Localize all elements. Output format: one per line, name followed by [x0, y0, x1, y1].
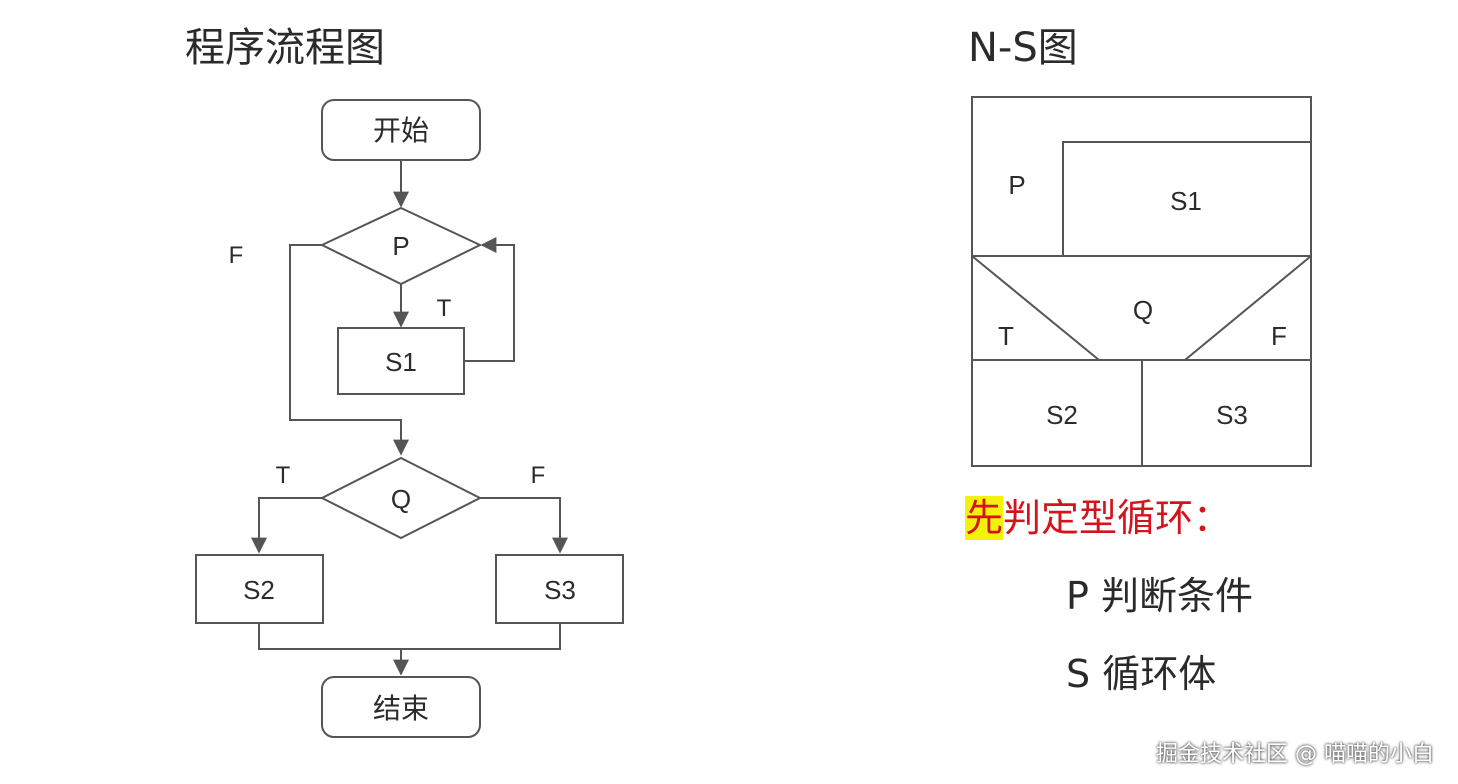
legend-title: 先判定型循环： [965, 494, 1231, 542]
process-s3 [495, 554, 624, 624]
legend-title-highlight: 先 [965, 496, 1004, 540]
end-label: 结束 [373, 693, 429, 724]
ns-condition-left-diagonal [971, 255, 1100, 361]
process-s2 [195, 554, 324, 624]
arrow-q-false-to-s3 [480, 497, 568, 554]
process-s1-label: S1 [385, 347, 417, 377]
watermark: 掘金技术社区 @ 喵喵的小白 [1156, 742, 1434, 767]
ns-s3-label: S3 [1216, 400, 1248, 430]
label-f-loop: F [229, 242, 244, 269]
start-label: 开始 [373, 115, 429, 146]
ns-diagram-heading: N-S图 [968, 25, 1078, 71]
flowchart: 开始 P T S1 F Q T F S2 S3 [195, 99, 624, 738]
decision-p-label: P [392, 231, 409, 261]
ns-s2-label: S2 [1046, 400, 1078, 430]
label-t-loop: T [437, 295, 452, 322]
label-f-q: F [531, 462, 546, 489]
decision-q [319, 456, 483, 540]
legend-p-line: P 判断条件 [1066, 574, 1253, 618]
label-t-q: T [276, 462, 291, 489]
ns-s1-label: S1 [1170, 186, 1202, 216]
ns-loop-body-border [1062, 141, 1311, 256]
arrow-q-true-to-s2 [251, 497, 322, 554]
ns-q-label: Q [1133, 295, 1153, 325]
ns-f-label: F [1271, 321, 1287, 351]
end-terminal [321, 676, 481, 738]
decision-q-label: Q [391, 484, 411, 514]
ns-diagram: P S1 Q T F S2 S3 [971, 96, 1312, 467]
arrow-p-false-to-q [289, 244, 409, 456]
arrow-loop-back [464, 237, 515, 362]
flowchart-heading: 程序流程图 [185, 25, 385, 71]
process-s2-label: S2 [243, 575, 275, 605]
ns-p-label: P [1008, 170, 1025, 200]
process-s3-label: S3 [544, 575, 576, 605]
merge-line [258, 623, 561, 650]
legend-title-rest: 判定型循环： [1003, 496, 1232, 540]
ns-t-label: T [998, 321, 1014, 351]
legend-s-line: S 循环体 [1066, 652, 1217, 696]
ns-condition-right-diagonal [1184, 255, 1312, 361]
